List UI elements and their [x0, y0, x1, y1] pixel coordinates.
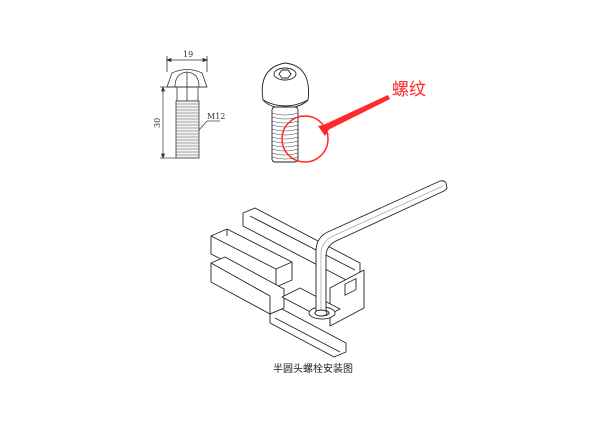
- callout-arrow-icon: [319, 95, 390, 136]
- length-dimension-label: 30: [153, 118, 162, 128]
- hex-key-tool: [314, 180, 448, 317]
- figure-caption: 半圆头螺栓安装图: [273, 364, 353, 375]
- length-dimension: [160, 86, 220, 159]
- aluminum-profile-assembly: [210, 207, 365, 358]
- bolt-orthographic-view: [165, 56, 209, 159]
- thread-callout-label: 螺纹: [392, 80, 426, 100]
- bolt-isometric-view: [261, 62, 309, 163]
- thread-highlight-circle: [281, 115, 329, 163]
- thread-callout: [281, 95, 390, 163]
- thread-spec-label: M12: [207, 112, 225, 121]
- width-dimension-label: 19: [183, 50, 193, 59]
- thread-lines: [176, 103, 199, 156]
- isometric-thread-lines: [271, 112, 299, 160]
